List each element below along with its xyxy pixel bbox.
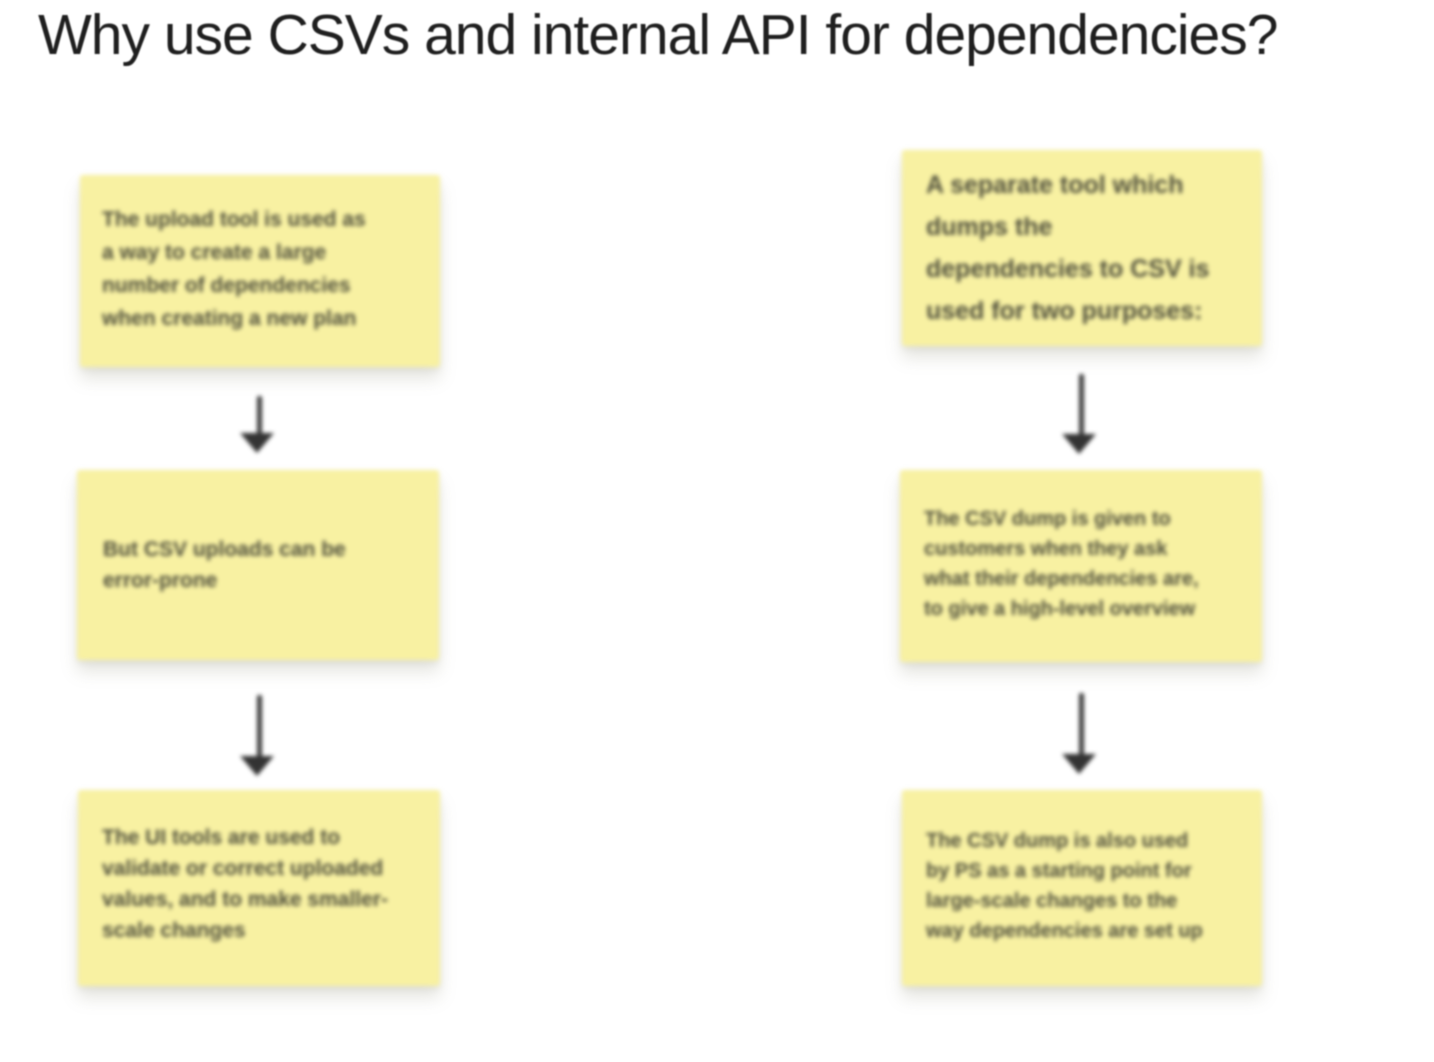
- down-arrow-icon: [240, 695, 278, 776]
- arrow-shaft: [1078, 693, 1084, 755]
- arrow-head: [1062, 434, 1096, 454]
- sticky-note-text: The CSV dump is also used by PS as a sta…: [926, 830, 1203, 942]
- sticky-note-text: The CSV dump is given to customers when …: [924, 508, 1199, 620]
- arrow-head: [240, 433, 274, 453]
- sticky-note: A separate tool which dumps the dependen…: [902, 150, 1262, 346]
- down-arrow-icon: [1062, 693, 1100, 774]
- sticky-note-text: But CSV uploads can be error-prone: [103, 538, 346, 592]
- sticky-note: The upload tool is used as a way to crea…: [80, 175, 440, 367]
- sticky-note: But CSV uploads can be error-prone: [77, 470, 439, 660]
- sticky-note: The CSV dump is also used by PS as a sta…: [902, 790, 1262, 986]
- down-arrow-icon: [1062, 374, 1100, 454]
- sticky-note: The UI tools are used to validate or cor…: [78, 790, 440, 986]
- sticky-note-text: The upload tool is used as a way to crea…: [102, 208, 366, 330]
- arrow-shaft: [1078, 374, 1084, 435]
- sticky-note-text: The UI tools are used to validate or cor…: [102, 826, 388, 942]
- down-arrow-icon: [240, 396, 278, 453]
- arrow-head: [240, 756, 274, 776]
- arrow-head: [1062, 754, 1096, 774]
- arrow-shaft: [256, 695, 262, 757]
- sticky-note: The CSV dump is given to customers when …: [900, 470, 1262, 662]
- page-title: Why use CSVs and internal API for depend…: [38, 3, 1278, 67]
- sticky-note-text: A separate tool which dumps the dependen…: [926, 171, 1210, 325]
- arrow-shaft: [256, 396, 262, 434]
